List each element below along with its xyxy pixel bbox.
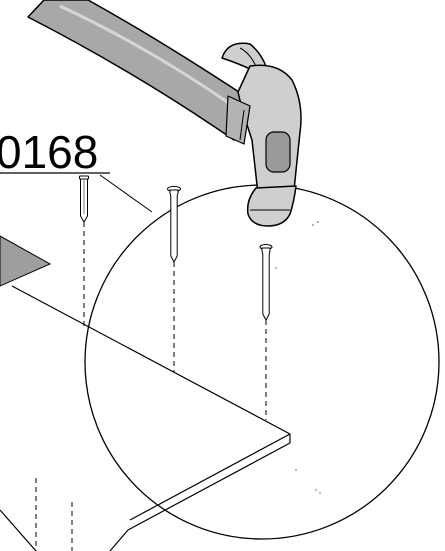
wood-panel — [0, 285, 291, 551]
hammer-icon — [27, 0, 302, 227]
detail-magnifier-circle — [84, 184, 440, 540]
hammer-grip-slot — [265, 131, 291, 173]
texture-dots — [275, 221, 321, 494]
nail-guide-lines — [35, 222, 267, 551]
pointer-arrow-icon — [0, 235, 52, 287]
nail-icon — [79, 175, 89, 223]
nail-icon — [167, 185, 181, 264]
part-callout: 0168 — [0, 126, 153, 213]
hammer-handle-highlight — [59, 4, 237, 110]
callout-leader-line — [99, 174, 153, 213]
nail-icon — [259, 244, 273, 322]
hammer-head — [237, 64, 302, 195]
part-number-label: 0168 — [0, 126, 98, 178]
hammer-handle — [27, 0, 249, 141]
hammer-face — [246, 185, 297, 227]
